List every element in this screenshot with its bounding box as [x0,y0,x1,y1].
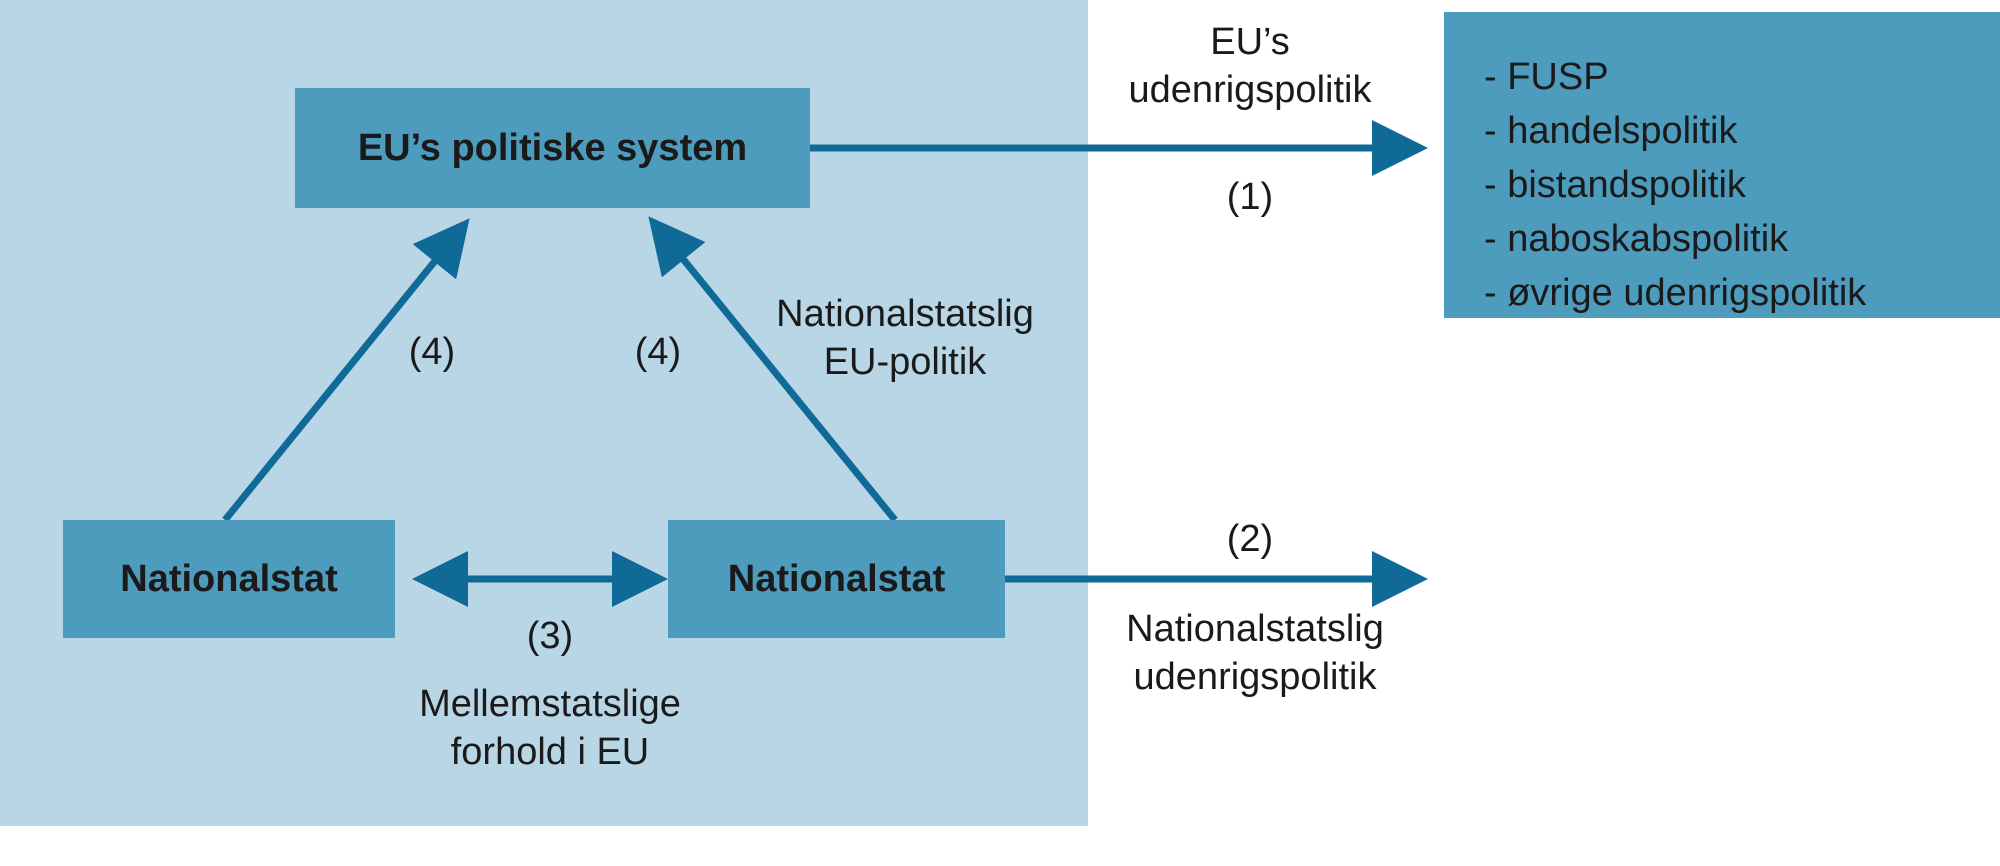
eu-foreign-policy-line1: EU’s [1210,21,1290,63]
number-1-label: (1) [1226,176,1274,218]
national-eu-policy-line1: Nationalstatslig [776,293,1034,335]
arrow-left-nation-to-eu [222,218,470,523]
policy-item: - naboskabspolitik [1484,218,1789,260]
arrow-right-nation-to-eu [648,216,898,523]
policy-item: - bistandspolitik [1484,164,1746,206]
national-foreign-policy-line1: Nationalstatslig [1126,608,1384,650]
number-4-right-label: (4) [634,331,682,373]
number-3-label: (3) [526,615,574,657]
policy-list-box: - FUSP - handelspolitik - bistandspoliti… [1444,12,2000,318]
policy-item: - handelspolitik [1484,110,1738,152]
nation-state-left-box: Nationalstat [63,520,395,638]
intergovernmental-relations-label: Mellemstatslige forhold i EU [380,680,720,776]
national-eu-policy-label: Nationalstatslig EU-politik [735,290,1075,386]
nation-state-right-label: Nationalstat [727,557,946,600]
eu-political-system-label: EU’s politiske system [357,126,748,169]
number-2-label: (2) [1226,518,1274,560]
national-foreign-policy-label: Nationalstatslig udenrigspolitik [1090,605,1420,701]
policy-list: - FUSP - handelspolitik - bistandspoliti… [1484,50,2000,320]
intergovernmental-line2: forhold i EU [450,731,650,773]
nation-state-left-label: Nationalstat [120,557,338,600]
eu-foreign-policy-label: EU’s udenrigspolitik [1090,18,1410,114]
number-4-left-label: (4) [408,331,456,373]
national-foreign-policy-line2: udenrigspolitik [1133,656,1377,698]
eu-foreign-policy-line2: udenrigspolitik [1128,69,1372,111]
eu-political-system-box: EU’s politiske system [295,88,810,208]
intergovernmental-line1: Mellemstatslige [419,683,681,725]
national-eu-policy-line2: EU-politik [823,341,987,383]
policy-item: - FUSP [1484,56,1609,98]
policy-item: - øvrige udenrigspolitik [1484,272,1867,314]
nation-state-right-box: Nationalstat [668,520,1005,638]
